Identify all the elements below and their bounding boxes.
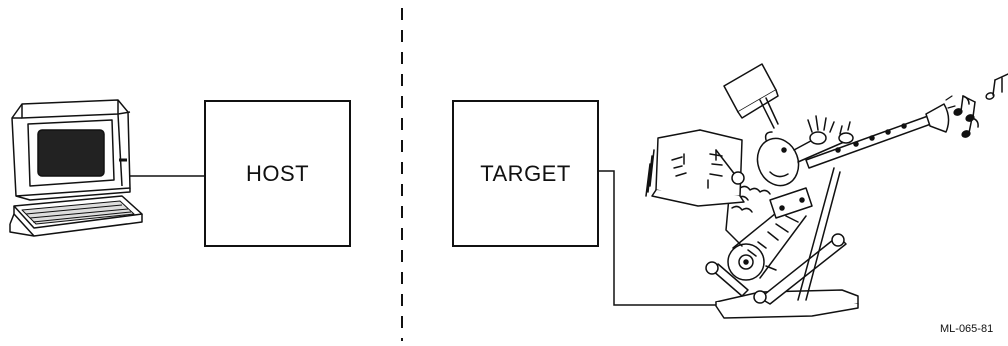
host-box xyxy=(204,100,351,247)
target-robot-link xyxy=(598,170,724,306)
host-label: HOST xyxy=(245,161,310,186)
musical-notes-icon xyxy=(945,73,1008,138)
target-box xyxy=(452,100,599,247)
figure-id: ML-065-81 xyxy=(940,323,994,335)
computer-terminal-icon xyxy=(9,99,143,237)
target-label: TARGET xyxy=(480,161,571,186)
robot-musician-illustration xyxy=(645,63,950,319)
